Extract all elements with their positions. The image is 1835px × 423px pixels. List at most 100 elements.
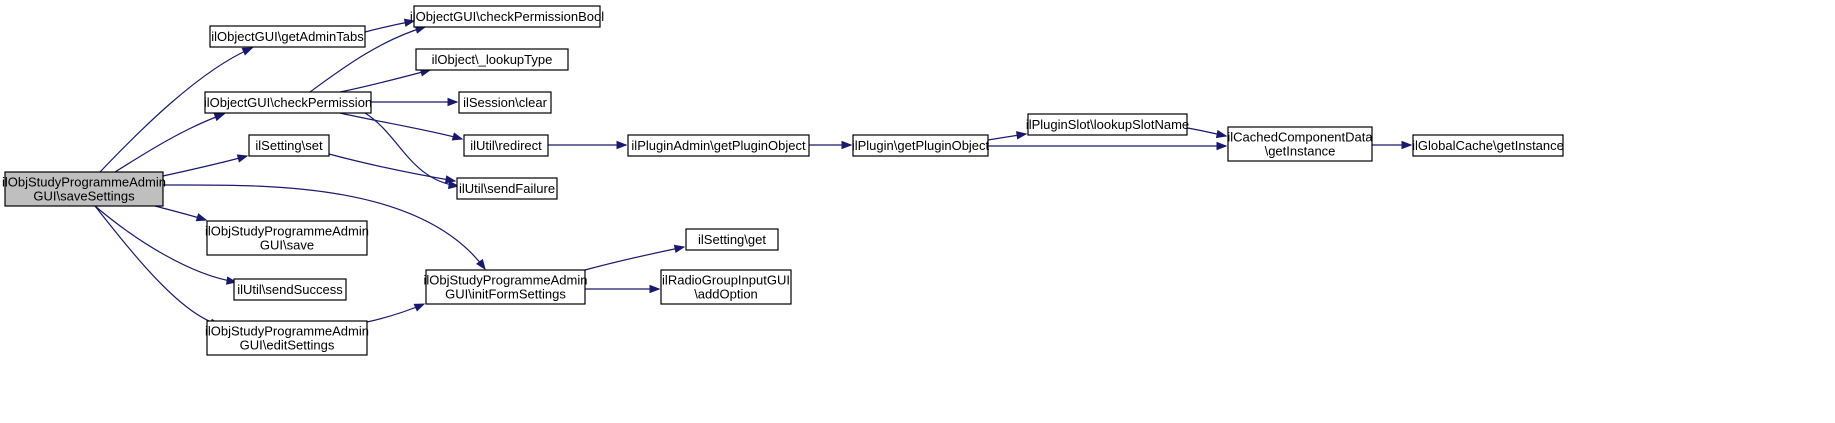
node-label: GUI\saveSettings — [33, 189, 135, 204]
node-addOption[interactable]: ilRadioGroupInputGUI\addOption — [660, 269, 792, 305]
edge-saveSettings-to-initFormSettings — [162, 184, 486, 271]
edge-line — [114, 113, 225, 173]
node-box — [852, 134, 989, 157]
arrowhead — [649, 284, 661, 294]
edge-cachedGetInstance-to-globalCache — [1372, 140, 1413, 150]
edge-settingSet-to-sendFailure — [328, 153, 457, 184]
arrowhead — [213, 113, 226, 122]
arrowhead — [1215, 129, 1228, 139]
node-label: ilObjectGUI\checkPermissionBool — [410, 9, 604, 24]
edge-line — [94, 205, 221, 326]
node-redirect[interactable]: ilUtil\redirect — [463, 134, 549, 157]
edge-line — [328, 153, 456, 182]
arrowhead — [241, 47, 254, 56]
edge-checkPermission-to-lookupType — [339, 68, 432, 93]
node-pluginGet[interactable]: ilPlugin\getPluginObject — [852, 134, 990, 157]
edge-saveSettings-to-settingSet — [162, 154, 249, 177]
arrowhead — [236, 154, 249, 163]
edge-line — [364, 112, 459, 187]
edge-checkPermission-to-sendFailure — [364, 112, 460, 190]
node-label: ilCachedComponentData — [1227, 130, 1373, 145]
arrowhead — [1015, 131, 1028, 140]
edge-lookupSlotName-to-cachedGetInstance — [1186, 127, 1228, 139]
node-box — [463, 134, 549, 157]
node-settingGet[interactable]: ilSetting\get — [685, 228, 779, 251]
node-label: GUI\save — [260, 238, 314, 253]
node-sendSuccess[interactable]: ilUtil\sendSuccess — [233, 278, 347, 301]
edge-pluginGet-to-lookupSlotName — [987, 131, 1028, 141]
node-initFormSettings[interactable]: ilObjStudyProgrammeAdminGUI\initFormSett… — [423, 269, 588, 305]
node-cachedGetInstance[interactable]: ilCachedComponentData\getInstance — [1227, 126, 1373, 162]
node-box — [1412, 134, 1564, 157]
arrowhead — [673, 244, 686, 254]
edge-line — [99, 47, 253, 173]
node-label: ilUtil\redirect — [470, 138, 542, 153]
arrowhead — [448, 180, 460, 190]
arrowhead — [403, 18, 416, 27]
arrowhead — [444, 175, 457, 184]
node-box — [206, 220, 368, 256]
node-label: ilObjectGUI\getAdminTabs — [211, 29, 364, 44]
arrowhead — [841, 140, 853, 150]
edge-line — [162, 184, 486, 270]
node-settingSet[interactable]: ilSetting\set — [248, 134, 330, 157]
edge-checkPermission-to-sessionClear — [371, 97, 459, 107]
edge-line — [339, 69, 431, 93]
edge-line — [309, 26, 426, 93]
edge-line — [94, 205, 237, 283]
node-box — [627, 134, 810, 157]
edge-getAdminTabs-to-checkPermissionBool — [364, 18, 416, 33]
arrowhead — [195, 213, 208, 222]
node-label: ilObject\_lookupType — [432, 52, 553, 67]
node-checkPermission[interactable]: ilObjectGUI\checkPermission — [204, 91, 372, 114]
node-label: ilSetting\set — [255, 138, 323, 153]
node-label: ilObjStudyProgrammeAdmin — [205, 324, 369, 339]
node-box — [458, 91, 552, 114]
node-label: ilSetting\get — [698, 232, 766, 247]
node-box — [233, 278, 347, 301]
arrowhead — [1216, 141, 1228, 151]
node-label: ilObjStudyProgrammeAdmin — [423, 273, 587, 288]
edge-initFormSettings-to-addOption — [585, 284, 661, 294]
node-label: ilSession\clear — [463, 95, 547, 110]
node-box — [248, 134, 330, 157]
arrowhead — [1401, 140, 1413, 150]
arrowhead — [451, 132, 464, 141]
node-box — [1027, 113, 1188, 136]
node-checkPermissionBool[interactable]: ilObjectGUI\checkPermissionBool — [410, 5, 604, 28]
node-lookupType[interactable]: ilObject\_lookupType — [415, 48, 569, 71]
node-label: \getInstance — [1265, 144, 1336, 159]
edge-line — [339, 112, 463, 140]
node-label: ilUtil\sendSuccess — [237, 282, 343, 297]
node-box — [1227, 126, 1373, 162]
arrowhead — [476, 258, 486, 271]
node-label: GUI\initFormSettings — [445, 287, 566, 302]
edge-saveSettings-to-save — [154, 205, 208, 222]
arrowhead — [616, 140, 628, 150]
edge-saveSettings-to-getAdminTabs — [99, 47, 254, 173]
node-pluginAdminGet[interactable]: ilPluginAdmin\getPluginObject — [627, 134, 810, 157]
edge-line — [162, 155, 248, 177]
node-globalCache[interactable]: ilGlobalCache\getInstance — [1412, 134, 1564, 157]
node-label: ilPlugin\getPluginObject — [852, 138, 990, 153]
node-getAdminTabs[interactable]: ilObjectGUI\getAdminTabs — [209, 25, 366, 48]
node-box — [685, 228, 779, 251]
edge-pluginGet-to-cachedGetInstance — [988, 141, 1228, 151]
edge-checkPermission-to-redirect — [339, 112, 464, 141]
node-box — [413, 5, 601, 28]
node-label: ilObjStudyProgrammeAdmin — [2, 175, 166, 190]
node-box — [209, 25, 366, 48]
edge-redirect-to-pluginAdminGet — [548, 140, 628, 150]
node-sessionClear[interactable]: ilSession\clear — [458, 91, 552, 114]
node-lookupSlotName[interactable]: ilPluginSlot\lookupSlotName — [1026, 113, 1189, 136]
node-label: ilRadioGroupInputGUI — [662, 273, 790, 288]
node-label: ilGlobalCache\getInstance — [1412, 138, 1564, 153]
node-sendFailure[interactable]: ilUtil\sendFailure — [456, 177, 558, 200]
node-box — [456, 177, 558, 200]
node-box — [4, 171, 164, 207]
arrowhead — [413, 303, 426, 312]
